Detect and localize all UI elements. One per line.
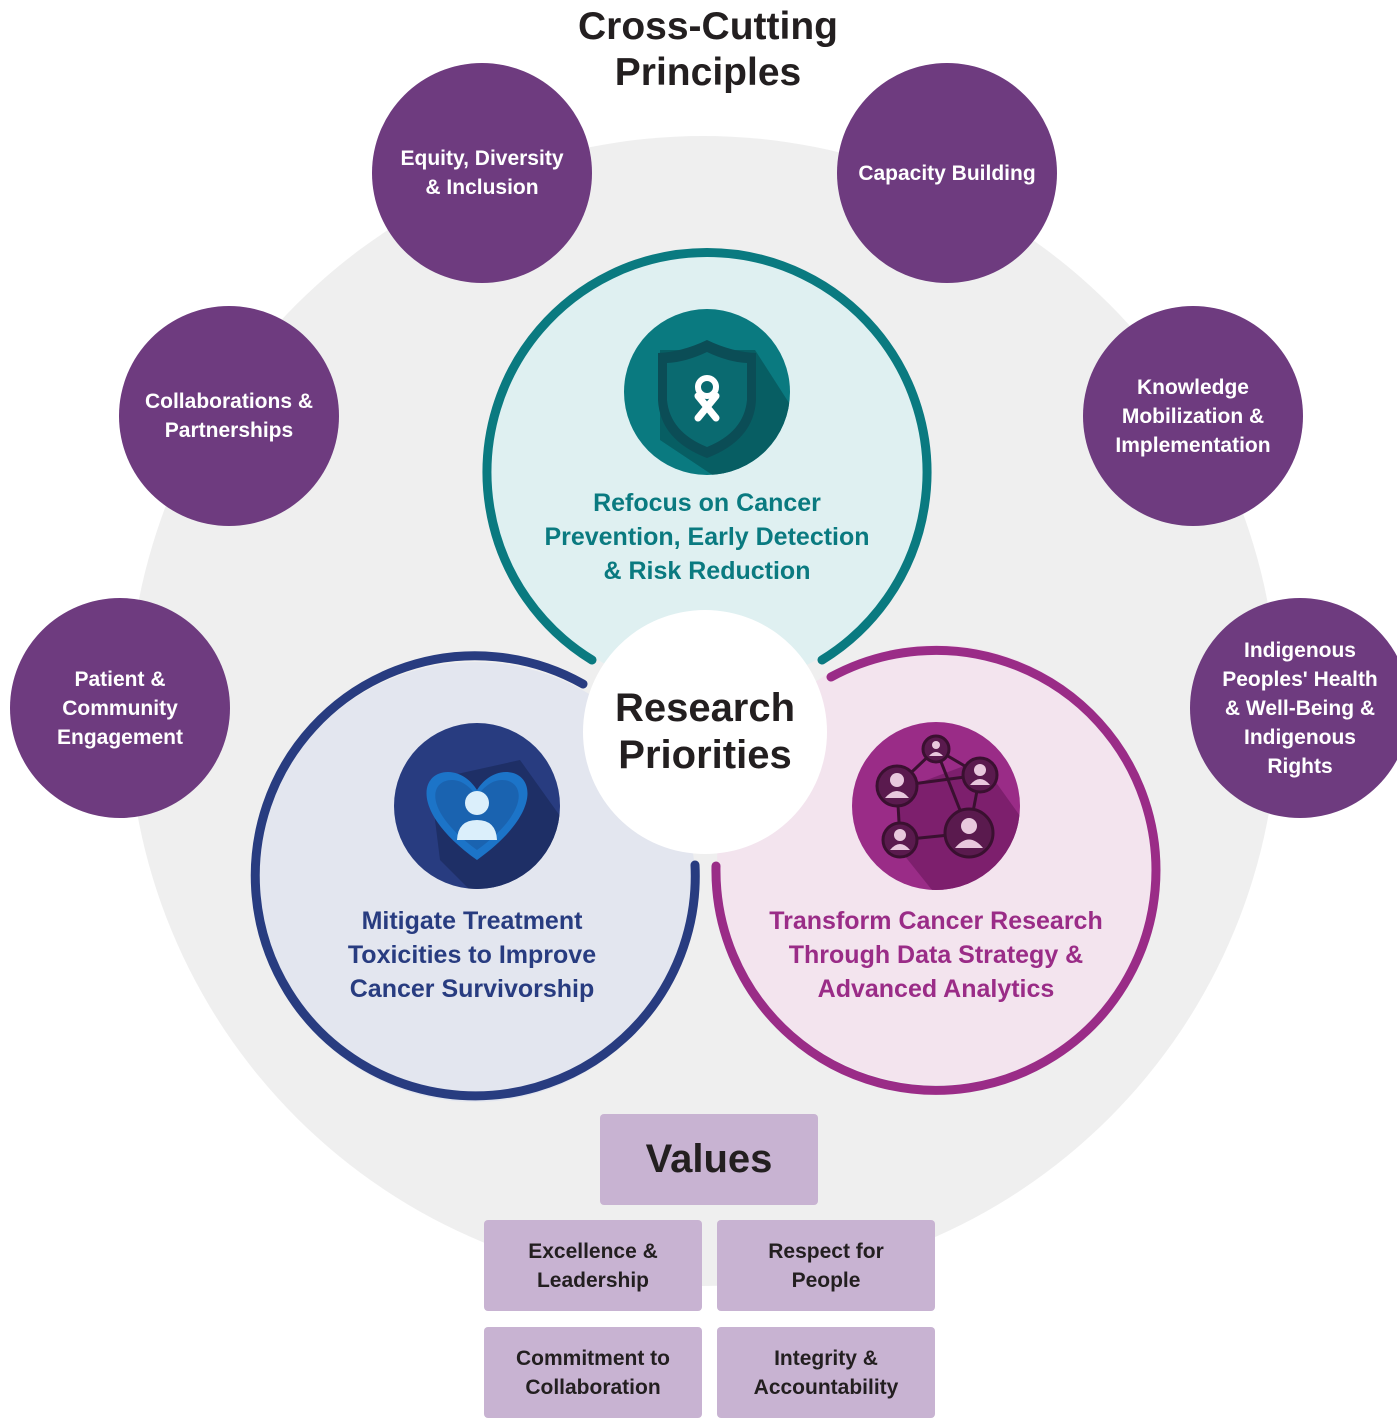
- page-title: Cross-Cutting Principles: [498, 4, 918, 96]
- title-line-2: Principles: [614, 51, 802, 94]
- data-circle-outline: [711, 645, 1161, 1095]
- research-priorities-label: Research Priorities: [614, 686, 796, 777]
- principle-collaborations-partnerships: Collaborations & Partnerships: [119, 306, 339, 526]
- value-commitment-collaboration: Commitment to Collaboration: [484, 1327, 702, 1418]
- principle-patient-community-engagement: Patient & Community Engagement: [10, 598, 230, 818]
- prevention-priority-label: Refocus on Cancer Prevention, Early Dete…: [544, 489, 870, 585]
- principle-indigenous-health-rights: Indigenous Peoples' Health & Well-Being …: [1190, 598, 1397, 818]
- prevention-circle-outline: [482, 248, 932, 665]
- value-integrity-accountability: Integrity & Accountability: [717, 1327, 935, 1418]
- title-line-1: Cross-Cutting: [578, 5, 838, 48]
- principle-equity-diversity-inclusion: Equity, Diversity & Inclusion: [372, 63, 592, 283]
- value-respect-for-people: Respect for People: [717, 1220, 935, 1311]
- principle-knowledge-mobilization: Knowledge Mobilization & Implementation: [1083, 306, 1303, 526]
- values-heading: Values: [600, 1114, 818, 1205]
- shield-ribbon-icon: [624, 309, 790, 475]
- heart-person-icon: [394, 723, 560, 889]
- survivorship-circle-outline: [250, 651, 700, 1101]
- value-excellence-leadership: Excellence & Leadership: [484, 1220, 702, 1311]
- data-priority-label: Transform Cancer Research Through Data S…: [769, 907, 1103, 1003]
- center-circle: [583, 610, 827, 854]
- survivorship-priority-label: Mitigate Treatment Toxicities to Improve…: [347, 907, 597, 1003]
- principle-capacity-building: Capacity Building: [837, 63, 1057, 283]
